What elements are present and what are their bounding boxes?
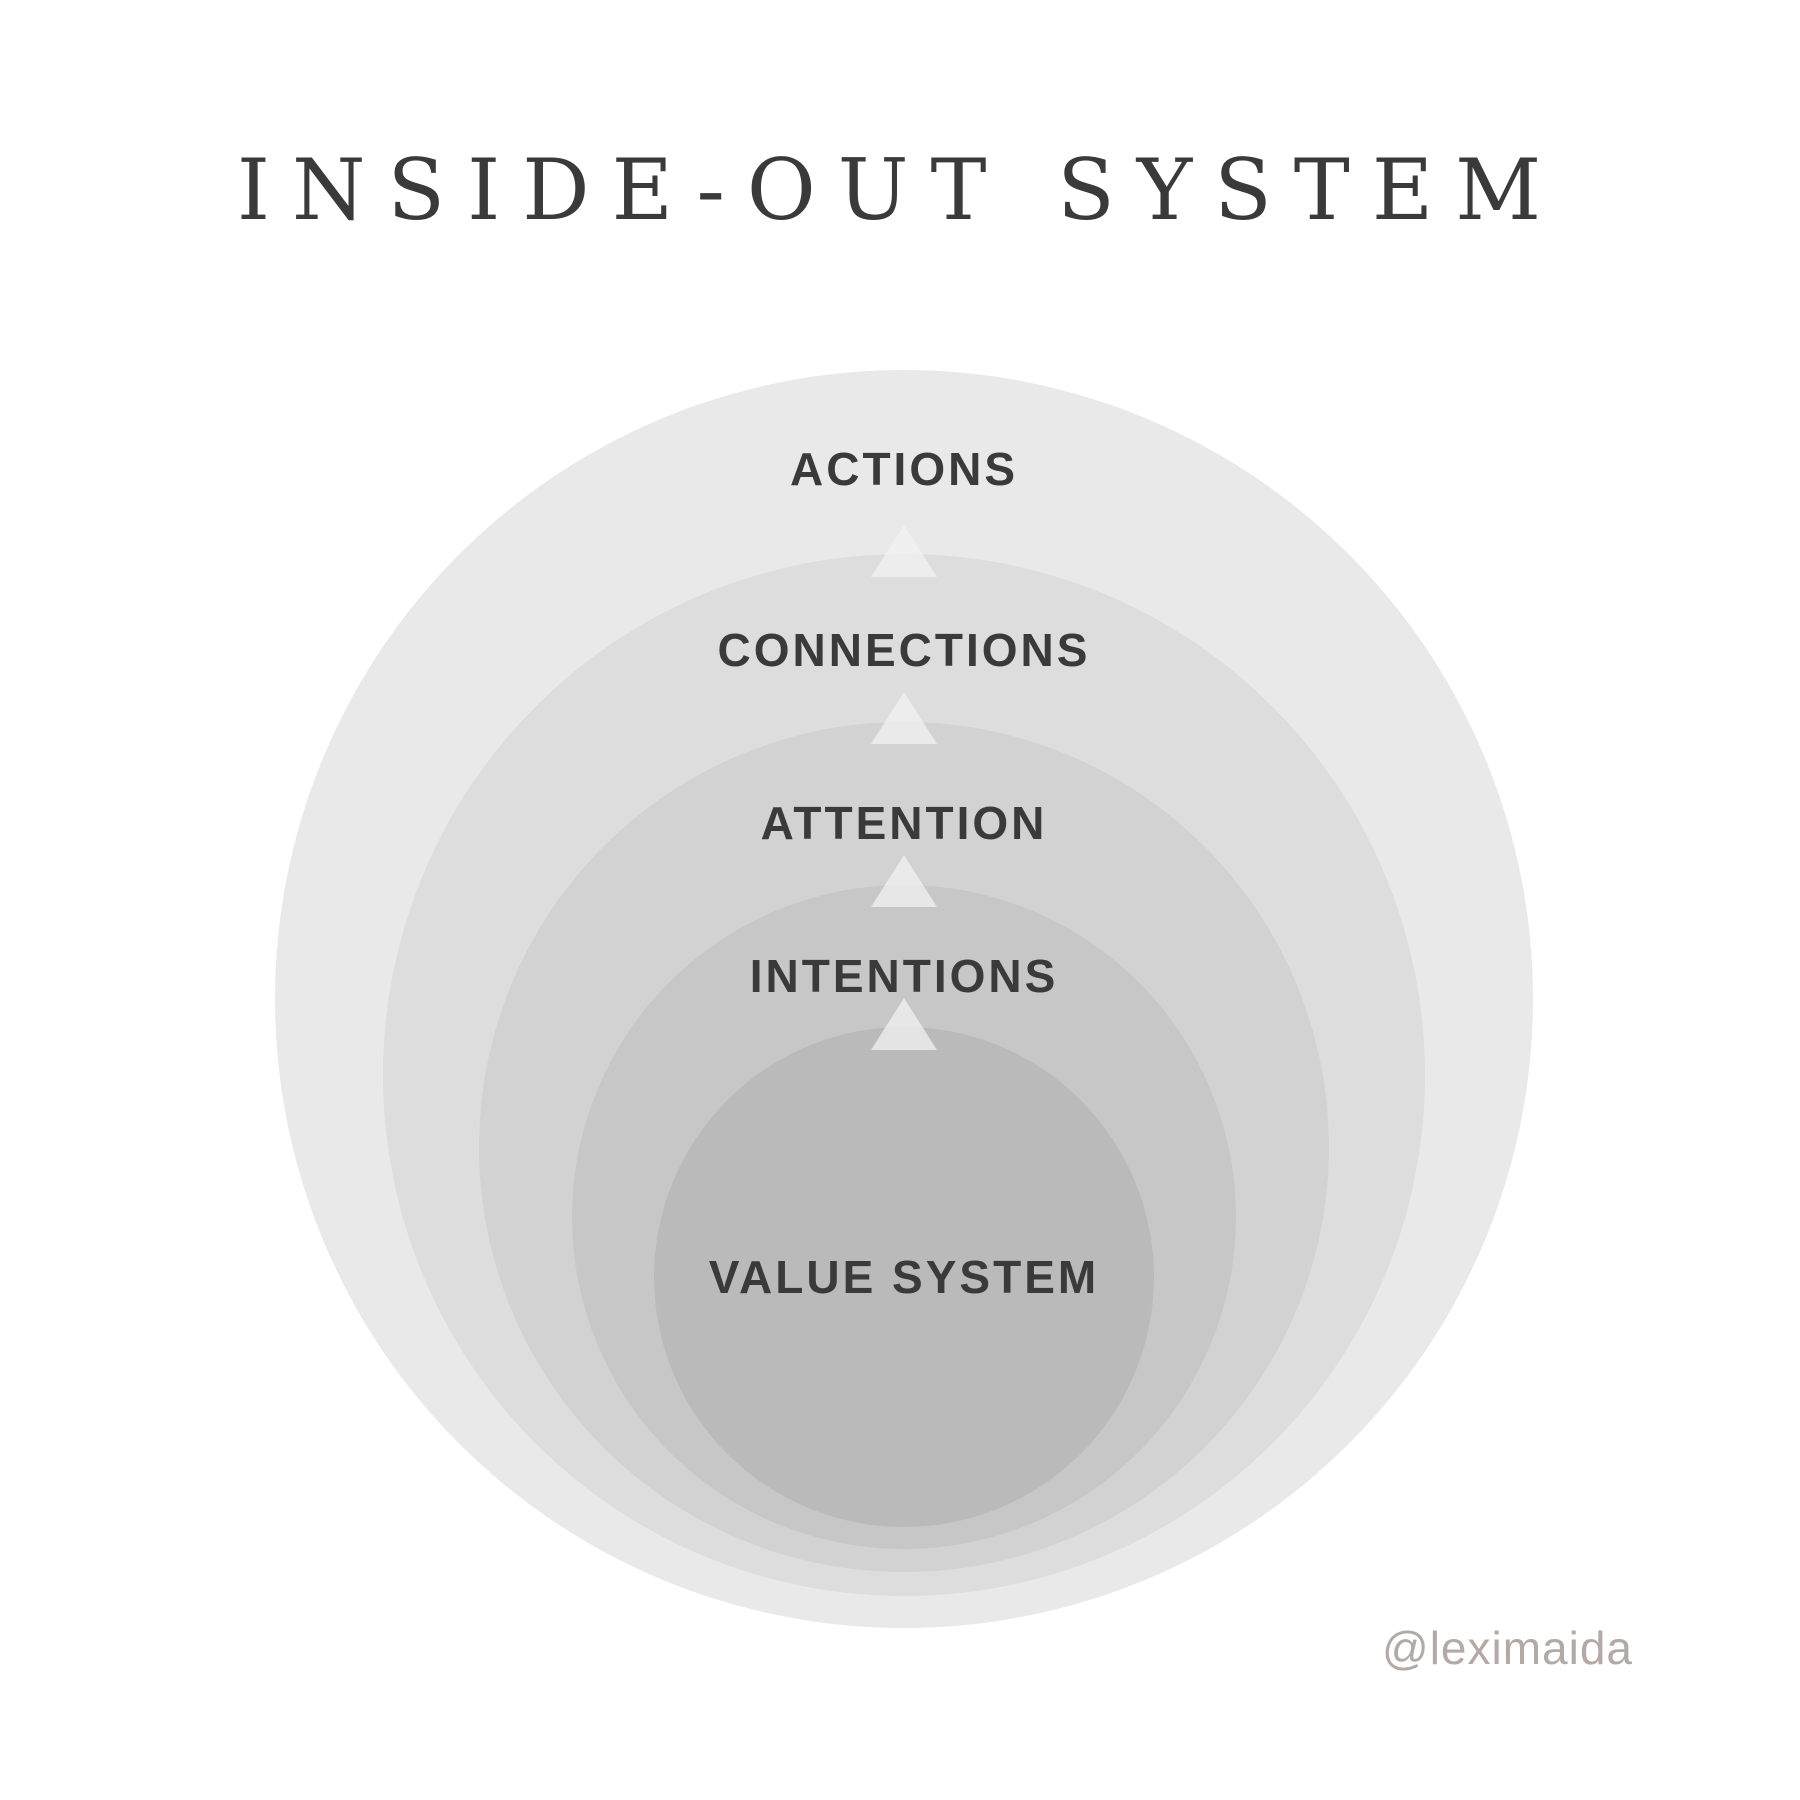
page-title: INSIDE-OUT SYSTEM (236, 141, 1564, 239)
arrow-up-icon (871, 525, 937, 577)
label-value-system: VALUE SYSTEM (709, 1251, 1099, 1303)
arrow-up-icon (871, 692, 937, 744)
label-actions: ACTIONS (790, 443, 1018, 495)
circle-value-system (654, 1027, 1154, 1527)
label-attention: ATTENTION (761, 797, 1048, 849)
label-intentions: INTENTIONS (750, 950, 1059, 1002)
label-connections: CONNECTIONS (718, 624, 1091, 676)
arrow-up-icon (871, 855, 937, 907)
arrow-up-icon (871, 998, 937, 1050)
watermark-handle: @leximaida (1382, 1622, 1634, 1674)
